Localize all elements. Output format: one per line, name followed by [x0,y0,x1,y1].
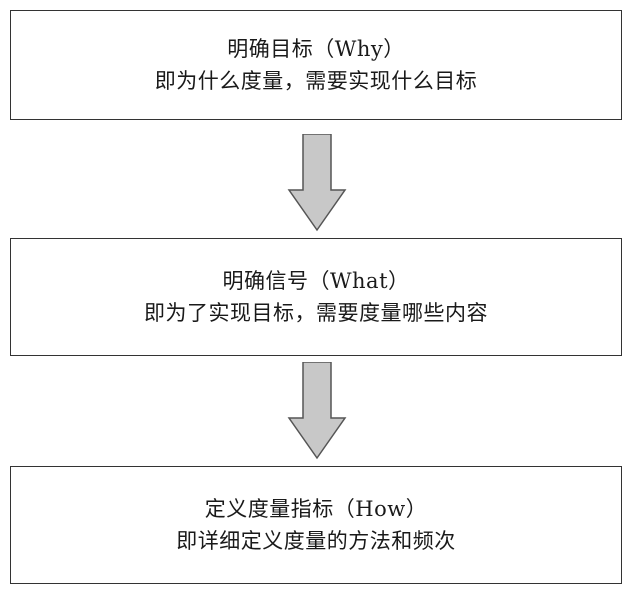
step-box-what: 明确信号（What） 即为了实现目标，需要度量哪些内容 [10,238,622,356]
step-box-how: 定义度量指标（How） 即详细定义度量的方法和频次 [10,466,622,584]
down-arrow-icon [287,134,347,232]
step-title-what: 明确信号（What） [222,269,410,293]
step-title-how: 定义度量指标（How） [204,497,428,521]
step-box-why: 明确目标（Why） 即为什么度量，需要实现什么目标 [10,10,622,120]
step-description-how: 即详细定义度量的方法和频次 [176,529,456,553]
down-arrow-icon [287,362,347,460]
step-title-why: 明确目标（Why） [227,37,405,61]
step-description-what: 即为了实现目标，需要度量哪些内容 [144,301,488,325]
step-description-why: 即为什么度量，需要实现什么目标 [154,69,478,93]
